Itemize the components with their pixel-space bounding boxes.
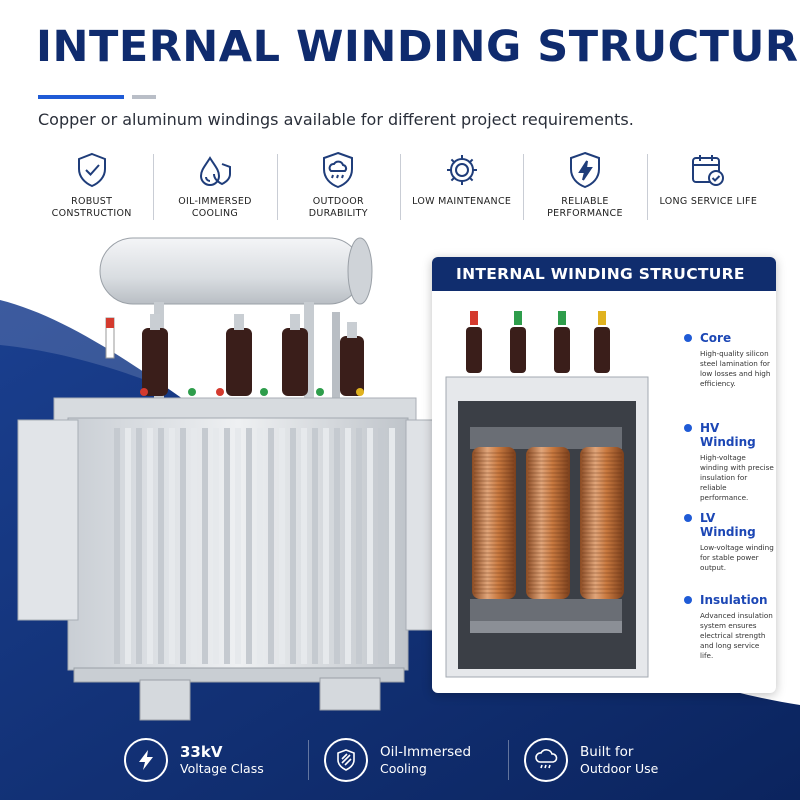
feature-label: LONG SERVICE LIFE [659, 196, 758, 207]
panel-title: INTERNAL WINDING STRUCTURE [432, 257, 776, 291]
feature-row: ROBUST CONSTRUCTION OIL-IMMERSED COOLING… [30, 150, 770, 230]
callout-marker [684, 596, 692, 604]
shield-stripes-icon [324, 738, 368, 782]
feature-long-service-life: LONG SERVICE LIFE [646, 150, 770, 230]
callout-core: Core High-quality silicon steel laminati… [684, 331, 774, 389]
gear-icon [446, 155, 477, 185]
callout-marker [684, 424, 692, 432]
callout-title: LV Winding [700, 511, 756, 539]
callout-title: Insulation [700, 593, 768, 607]
page-subtitle: Copper or aluminum windings available fo… [38, 110, 634, 129]
feature-robust-construction: ROBUST CONSTRUCTION [30, 150, 153, 230]
spec-outdoor-use: Built for Outdoor Use [508, 728, 708, 792]
page-title: INTERNAL WINDING STRUCTURE [36, 22, 800, 72]
radiator-fins [114, 428, 395, 664]
transformer-illustration [17, 237, 443, 721]
spec-value: Built for [580, 744, 634, 760]
spec-value: 33kV [180, 743, 223, 761]
winding-structure-panel: INTERNAL WINDING STRUCTURE [432, 257, 776, 693]
feature-label: OIL-IMMERSED COOLING [178, 196, 252, 219]
callout-lv-winding: LV Winding Low-voltage winding for stabl… [684, 511, 774, 573]
lightning-shield-icon [569, 151, 600, 189]
oil-drop-icon [199, 156, 231, 186]
callout-insulation: Insulation Advanced insulation system en… [684, 593, 774, 661]
calendar-check-icon [692, 155, 725, 186]
callout-description: Advanced insulation system ensures elect… [700, 611, 773, 660]
feature-low-maintenance: LOW MAINTENANCE [399, 150, 523, 230]
callout-description: High-quality silicon steel lamination fo… [700, 349, 771, 388]
callout-hv-winding: HV Winding High-voltage winding with pre… [684, 421, 774, 503]
feature-outdoor-durability: OUTDOOR DURABILITY [276, 150, 400, 230]
spec-caption: Voltage Class [180, 761, 264, 776]
title-rule-accent [38, 95, 124, 99]
callout-description: Low-voltage winding for stable power out… [700, 543, 774, 572]
lightning-icon [124, 738, 168, 782]
shield-check-icon [77, 152, 106, 188]
callout-title: HV Winding [700, 421, 756, 449]
callout-title: Core [700, 331, 732, 345]
callout-marker [684, 334, 692, 342]
feature-label: LOW MAINTENANCE [412, 196, 512, 207]
feature-oil-immersed: OIL-IMMERSED COOLING [153, 150, 276, 230]
spec-bar: 33kV Voltage Class Oil-Immersed Cooling … [108, 728, 708, 792]
callout-description: High-voltage winding with precise insula… [700, 453, 774, 502]
winding-cutaway-illustration [445, 311, 649, 678]
callout-marker [684, 514, 692, 522]
feature-label: OUTDOOR DURABILITY [308, 196, 368, 219]
spec-caption: Outdoor Use [580, 761, 659, 776]
spec-value: Oil-Immersed [380, 744, 472, 760]
feature-label: RELIABLE PERFORMANCE [547, 196, 623, 219]
spec-caption: Cooling [380, 761, 427, 776]
spec-voltage-class: 33kV Voltage Class [108, 728, 308, 792]
title-rule-muted [132, 95, 156, 99]
weather-shield-icon [323, 151, 354, 189]
feature-label: ROBUST CONSTRUCTION [51, 196, 132, 219]
feature-reliable-performance: RELIABLE PERFORMANCE [523, 150, 646, 230]
cloud-rain-icon [524, 738, 568, 782]
spec-oil-immersed-cooling: Oil-Immersed Cooling [308, 728, 508, 792]
